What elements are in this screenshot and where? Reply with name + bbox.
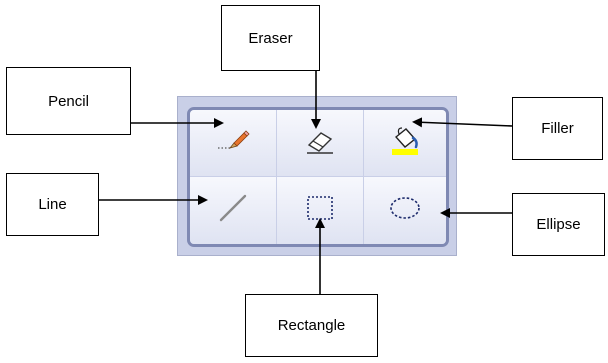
line-label: Line	[38, 196, 67, 213]
filler-label-box: Filler	[512, 97, 603, 160]
line-icon	[217, 192, 249, 229]
pencil-tool-button[interactable]	[190, 110, 276, 176]
filler-tool-button[interactable]	[364, 110, 446, 176]
ellipse-label: Ellipse	[536, 216, 581, 233]
rectangle-label-box: Rectangle	[245, 294, 378, 357]
pencil-icon	[216, 129, 250, 158]
ellipse-label-box: Ellipse	[512, 193, 605, 256]
eraser-label: Eraser	[248, 29, 293, 47]
ellipse-tool-button[interactable]	[364, 177, 446, 244]
line-tool-button[interactable]	[190, 177, 276, 244]
paint-bucket-icon	[387, 125, 423, 162]
eraser-label-box: Eraser	[221, 5, 320, 71]
ellipse-icon	[387, 194, 423, 227]
line-label-box: Line	[6, 173, 99, 236]
filler-arrow	[412, 117, 513, 128]
filler-label: Filler	[541, 120, 574, 137]
eraser-icon	[303, 127, 337, 160]
rectangle-label: Rectangle	[277, 317, 346, 334]
pencil-label: Pencil	[48, 92, 89, 110]
pencil-label-box: Pencil	[6, 67, 131, 135]
